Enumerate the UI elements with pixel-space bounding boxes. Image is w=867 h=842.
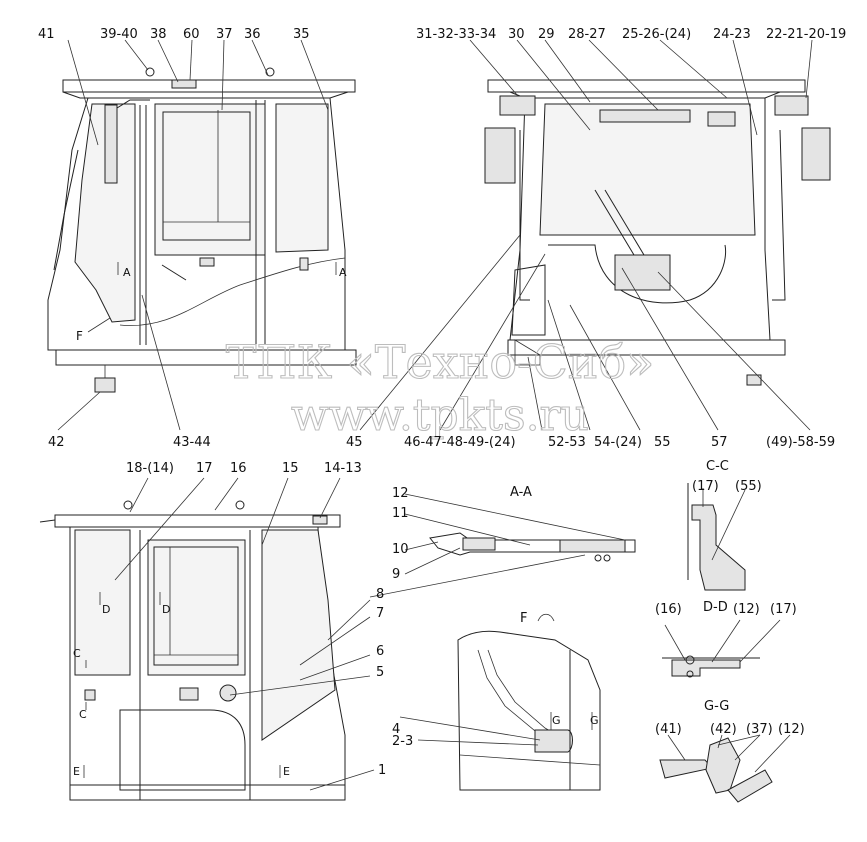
section-mark-c: C bbox=[79, 708, 87, 721]
callout-label: 29 bbox=[538, 27, 555, 42]
section-aa-detail bbox=[429, 532, 636, 562]
rear-view-cab bbox=[39, 500, 346, 801]
callout-label: 43-44 bbox=[173, 435, 211, 450]
callout-label: 30 bbox=[508, 27, 525, 42]
callout-label: 54-(24) bbox=[594, 435, 642, 450]
callout-label: 55 bbox=[654, 435, 671, 450]
callout-label: 41 bbox=[38, 27, 55, 42]
callout-label: 38 bbox=[150, 27, 167, 42]
callout-label: 2-3 bbox=[392, 734, 413, 749]
callout-label: (37) bbox=[746, 722, 773, 737]
callout-label: (12) bbox=[733, 602, 760, 617]
callout-label: 14-13 bbox=[324, 461, 362, 476]
section-mark-e: E bbox=[73, 765, 80, 778]
callouts-top-right: 31-32-33-34 30 29 28-27 25-26-(24) 24-23… bbox=[416, 27, 846, 42]
section-mark-d: D bbox=[162, 603, 170, 616]
section-cc-title: C-C bbox=[706, 459, 729, 474]
detail-f-view bbox=[457, 630, 601, 791]
callout-label: 7 bbox=[376, 606, 384, 621]
section-mark-c: C bbox=[73, 647, 81, 660]
callout-label: (49)-58-59 bbox=[766, 435, 835, 450]
callout-label: 16 bbox=[230, 461, 247, 476]
section-mark-a: A bbox=[339, 266, 347, 279]
section-mark-f: F bbox=[76, 329, 83, 343]
callout-label: 52-53 bbox=[548, 435, 586, 450]
detail-f-title: F bbox=[520, 611, 527, 626]
section-mark-d: D bbox=[102, 603, 110, 616]
section-dd-labels: D-D (16) (12) (17) bbox=[655, 600, 797, 617]
section-cc-detail bbox=[687, 483, 746, 591]
callout-label: 39-40 bbox=[100, 27, 138, 42]
callout-label: (41) bbox=[655, 722, 682, 737]
callout-label: 17 bbox=[196, 461, 213, 476]
callout-label: 1 bbox=[378, 763, 386, 778]
callout-label: (12) bbox=[778, 722, 805, 737]
callout-label: 36 bbox=[244, 27, 261, 42]
section-dd-detail bbox=[662, 655, 760, 678]
callout-label: (17) bbox=[770, 602, 797, 617]
detail-f-labels: F bbox=[520, 611, 555, 626]
section-gg-detail bbox=[659, 734, 773, 803]
callout-label: 31-32-33-34 bbox=[416, 27, 496, 42]
watermark-brand: ТПК «Техно-Сиб» bbox=[226, 335, 655, 389]
callouts-top-left: 41 39-40 38 60 37 36 35 bbox=[38, 27, 310, 42]
callout-label: 37 bbox=[216, 27, 233, 42]
callout-label: 35 bbox=[293, 27, 310, 42]
callout-label: 10 bbox=[392, 542, 409, 557]
section-mark-g: G bbox=[552, 714, 561, 727]
callout-label: 8 bbox=[376, 587, 384, 602]
callout-label: 60 bbox=[183, 27, 200, 42]
callouts-bottom-row: 42 43-44 45 46-47-48-49-(24) 52-53 54-(2… bbox=[48, 435, 835, 450]
section-aa-labels: A-A 12 11 10 9 bbox=[392, 485, 532, 582]
callout-label: 11 bbox=[392, 506, 409, 521]
callout-label: (16) bbox=[655, 602, 682, 617]
section-aa-title: A-A bbox=[510, 485, 532, 500]
callout-label: (55) bbox=[735, 479, 762, 494]
callout-label: 45 bbox=[346, 435, 363, 450]
section-gg-title: G-G bbox=[704, 699, 729, 714]
callouts-rear-view: 18-(14) 17 16 15 14-13 8 7 6 5 4 2-3 1 bbox=[126, 461, 413, 778]
callout-label: 22-21-20-19 bbox=[766, 27, 846, 42]
section-markers: A A F D D C C E E G G bbox=[73, 262, 599, 778]
callout-label: 57 bbox=[711, 435, 728, 450]
callout-label: 42 bbox=[48, 435, 65, 450]
leader-lines bbox=[57, 39, 813, 791]
watermark: ТПК «Техно-Сиб» www.tpkts.ru bbox=[225, 334, 655, 441]
callout-label: 9 bbox=[392, 567, 400, 582]
side-view-cab bbox=[47, 67, 357, 393]
callout-label: (42) bbox=[710, 722, 737, 737]
callout-label: 28-27 bbox=[568, 27, 606, 42]
callout-label: 25-26-(24) bbox=[622, 27, 691, 42]
watermark-url: www.tpkts.ru bbox=[291, 390, 589, 441]
front-view-cab bbox=[484, 79, 831, 386]
callout-label: 24-23 bbox=[713, 27, 751, 42]
callout-label: (17) bbox=[692, 479, 719, 494]
section-mark-e: E bbox=[283, 765, 290, 778]
callout-label: 12 bbox=[392, 486, 409, 501]
callout-label: 5 bbox=[376, 665, 384, 680]
callout-label: 15 bbox=[282, 461, 299, 476]
section-mark-a: A bbox=[123, 266, 131, 279]
callout-label: 46-47-48-49-(24) bbox=[404, 435, 516, 450]
callout-label: 4 bbox=[392, 722, 400, 737]
section-mark-g: G bbox=[590, 714, 599, 727]
section-gg-labels: G-G (41) (42) (37) (12) bbox=[655, 699, 805, 737]
callout-label: 6 bbox=[376, 644, 384, 659]
callout-label: 18-(14) bbox=[126, 461, 174, 476]
section-cc-labels: C-C (17) (55) bbox=[692, 459, 762, 494]
section-dd-title: D-D bbox=[703, 600, 728, 615]
